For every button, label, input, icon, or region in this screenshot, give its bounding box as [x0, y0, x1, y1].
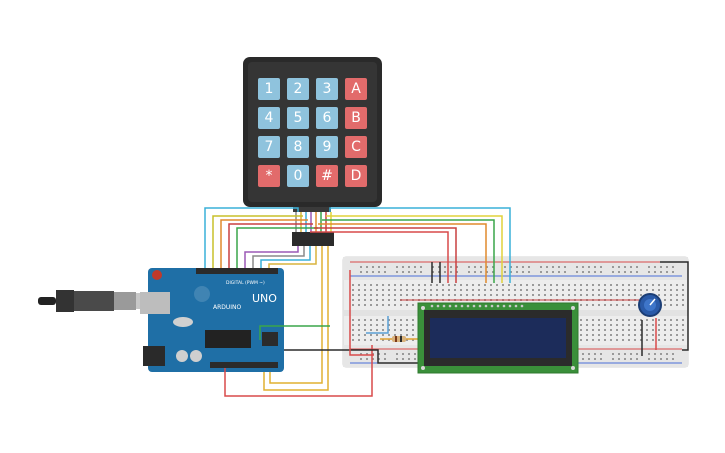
keypad-key[interactable]: 0	[287, 165, 309, 187]
circuit-wires	[224, 261, 689, 397]
arduino-model: UNO	[252, 292, 277, 305]
keypad-key[interactable]: D	[345, 165, 367, 187]
digital-header	[196, 268, 278, 274]
resistor[interactable]	[392, 336, 406, 342]
keypad-key[interactable]: C	[345, 136, 367, 158]
keypad-key-label: A	[351, 81, 361, 97]
keypad-key-label: 4	[265, 110, 274, 126]
keypad-key-label: C	[351, 139, 361, 155]
keypad-key-label: 0	[294, 168, 303, 184]
arduino-brand: ARDUINO	[213, 304, 242, 311]
keypad-4x4[interactable]: 1 2 3 A 4 5 6 B 7 8 9 C * 0 # D	[243, 57, 382, 212]
keypad-key-label: 5	[294, 110, 303, 126]
digital-header-label: DIGITAL (PWM ~)	[226, 280, 265, 286]
keypad-key[interactable]: 3	[316, 78, 338, 100]
keypad-key[interactable]: 7	[258, 136, 280, 158]
usb-cable	[38, 290, 154, 312]
keypad-key-label: 9	[323, 139, 332, 155]
keypad-key-label: 8	[294, 139, 303, 155]
potentiometer[interactable]	[638, 293, 662, 317]
ribbon-header	[292, 232, 334, 246]
usb-port	[140, 292, 170, 314]
lcd-screen	[430, 318, 566, 358]
keypad-key[interactable]: #	[316, 165, 338, 187]
reset-button[interactable]	[152, 270, 162, 280]
power-jack	[143, 346, 165, 366]
keypad-key[interactable]: B	[345, 107, 367, 129]
keypad-key-label: *	[266, 168, 273, 184]
atmega-chip	[205, 330, 251, 348]
analog-header	[210, 362, 278, 368]
keypad-key[interactable]: 2	[287, 78, 309, 100]
lcd-16x2[interactable]	[417, 302, 579, 374]
keypad-key[interactable]: 8	[287, 136, 309, 158]
keypad-key-label: 1	[265, 81, 274, 97]
keypad-key[interactable]: A	[345, 78, 367, 100]
keypad-key[interactable]: *	[258, 165, 280, 187]
keypad-key-label: D	[351, 168, 362, 184]
keypad-key-label: #	[321, 168, 333, 184]
keypad-key-label: 6	[323, 110, 332, 126]
keypad-key[interactable]: 6	[316, 107, 338, 129]
keypad-key[interactable]: 9	[316, 136, 338, 158]
keypad-key[interactable]: 5	[287, 107, 309, 129]
keypad-key[interactable]: 4	[258, 107, 280, 129]
keypad-key[interactable]: 1	[258, 78, 280, 100]
keypad-key-label: 7	[265, 139, 274, 155]
keypad-key-label: 3	[323, 81, 332, 97]
arduino-uno[interactable]: ARDUINO UNO DIGITAL (PWM ~)	[140, 268, 284, 372]
keypad-key-label: B	[351, 110, 361, 126]
keypad-key-label: 2	[294, 81, 303, 97]
